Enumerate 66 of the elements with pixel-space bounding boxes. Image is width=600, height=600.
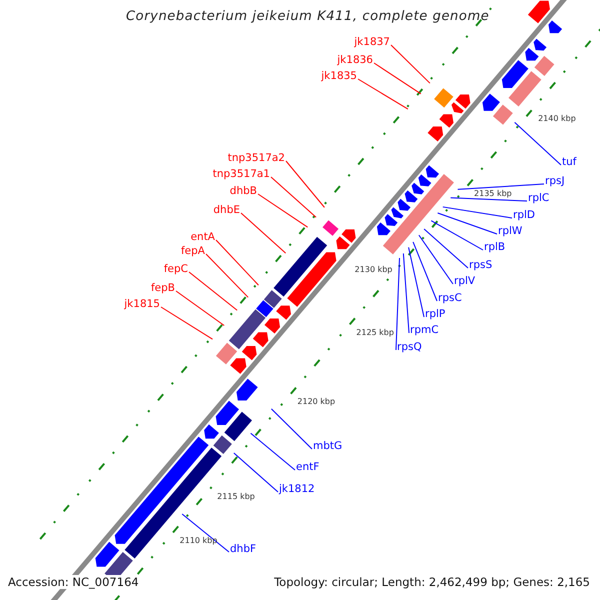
leader-line <box>412 242 438 302</box>
gene-label: fepC <box>164 262 188 276</box>
gene-label: rplP <box>425 308 446 320</box>
gene-label: jk1815 <box>124 298 160 310</box>
gene-label: tnp3517a2 <box>228 152 285 164</box>
gene-label: rpmC <box>410 324 439 336</box>
leader-line <box>188 272 238 311</box>
gene-label: entF <box>296 460 320 474</box>
gene-label: mbtG <box>313 440 342 452</box>
gene-label: rplV <box>454 274 476 288</box>
leader-line <box>450 197 528 202</box>
gene-label: jk1812 <box>279 482 315 496</box>
gene-label: jk1836 <box>337 54 373 66</box>
leader-line <box>437 212 498 234</box>
leader-line <box>408 246 424 318</box>
gene-label: rpsS <box>469 258 492 272</box>
gene-label: rplD <box>513 208 535 222</box>
gene-label: dhbE <box>213 204 240 216</box>
gene-label: rplB <box>484 240 506 254</box>
gene-label: rpsC <box>438 292 462 304</box>
gene-label: dhbB <box>230 184 257 198</box>
leader-line <box>457 184 544 190</box>
scale-label: 2125 kbp <box>356 328 394 338</box>
gene-label: tnp3517a1 <box>212 168 270 180</box>
footer-text: Accession: NC_007164 <box>8 575 139 589</box>
gene-label: jk1835 <box>321 70 357 82</box>
leader-line <box>270 408 312 450</box>
scale-label: 2140 kbp <box>538 114 576 124</box>
footer-text: Topology: circular; Length: 2,462,499 bp; Genes: 2,165 <box>274 575 590 589</box>
scale-label: 2110 kbp <box>180 536 218 546</box>
leader-line <box>430 220 484 250</box>
leader-line <box>182 514 230 552</box>
leader-line <box>396 258 400 350</box>
leader-line <box>240 212 286 254</box>
gene-label: tuf <box>562 156 576 168</box>
gene-label: rplC <box>528 192 550 204</box>
gene-label: entA <box>190 230 215 244</box>
leader-line <box>418 234 454 284</box>
gene-label: rpsJ <box>545 174 565 188</box>
leader-line <box>258 194 308 228</box>
leader-line <box>390 44 430 84</box>
leader-line <box>358 78 408 110</box>
gene-label: fepB <box>150 282 175 294</box>
leader-line <box>424 228 468 268</box>
gene-label: dhbF <box>230 542 256 556</box>
leader-line <box>250 432 296 470</box>
leader-line <box>233 452 278 492</box>
scale-label: 2120 kbp <box>297 397 336 408</box>
leader-line <box>206 254 249 298</box>
gene-label: rpsQ <box>397 340 422 354</box>
leader-line <box>216 240 259 286</box>
leader-line <box>160 306 214 340</box>
leader-line <box>176 290 225 326</box>
gene-label: fepA <box>180 244 205 258</box>
leader-line <box>286 160 325 208</box>
gene-label: jk1837 <box>354 36 390 48</box>
leader-line <box>270 176 317 218</box>
scale-label: 2135 kbp <box>474 189 512 200</box>
leader-line <box>514 122 562 166</box>
scale-label: 2115 kbp <box>217 492 255 502</box>
leader-line <box>442 206 512 218</box>
leader-line <box>374 62 422 94</box>
gene-label: rplW <box>498 224 522 238</box>
scale-label: 2130 kbp <box>354 265 392 276</box>
title: Corynebacterium jeikeium K411, complete genome <box>126 9 490 24</box>
leader-line <box>402 252 410 334</box>
